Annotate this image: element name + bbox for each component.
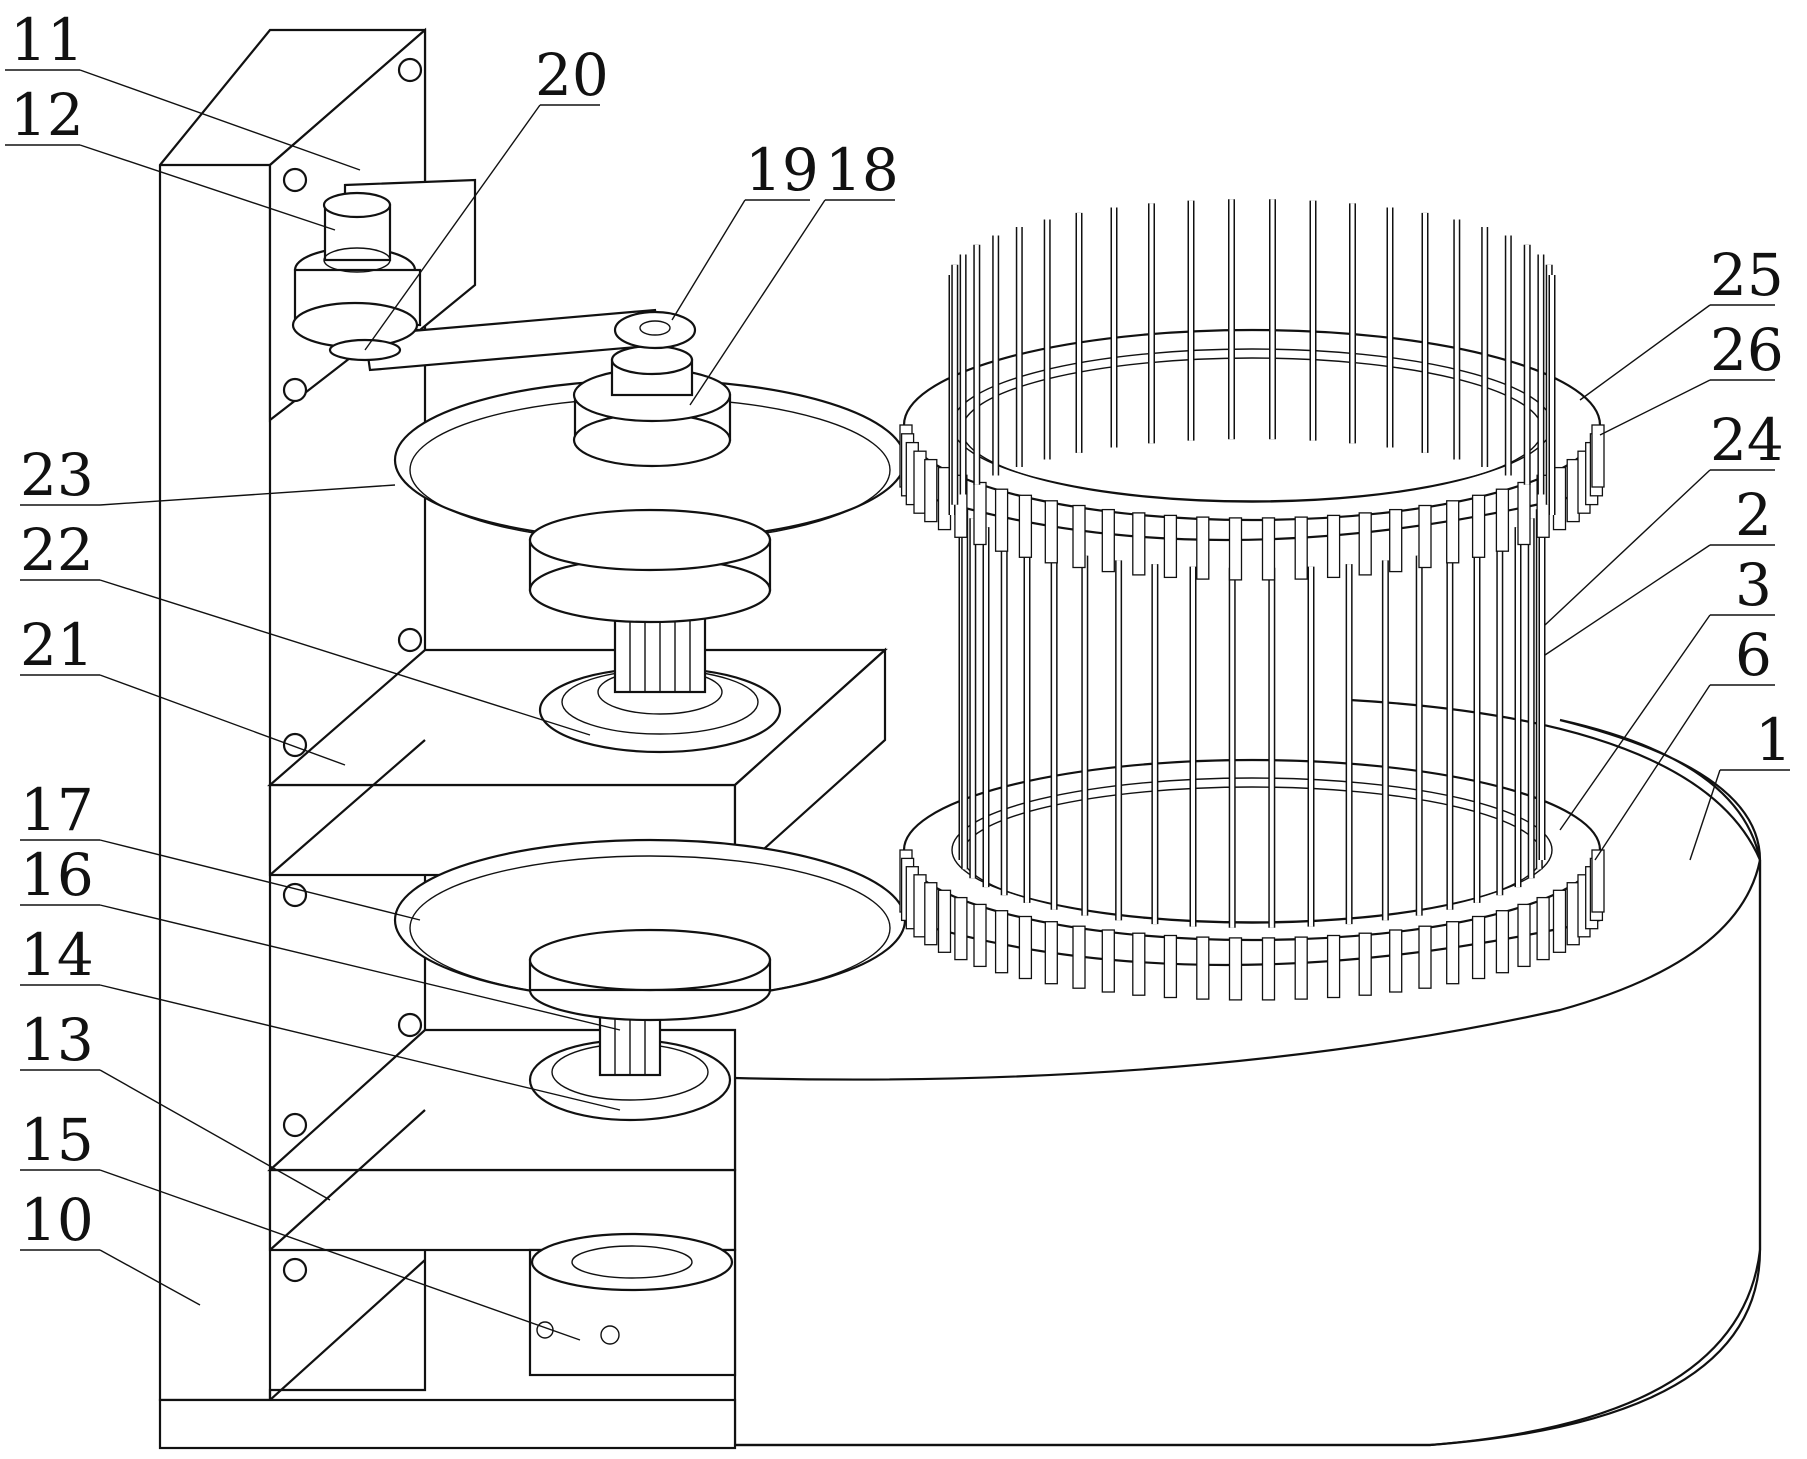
gear-tooth — [1163, 514, 1178, 579]
gear-tooth — [924, 458, 938, 523]
gear-tooth — [1358, 932, 1372, 996]
cage-rods-top — [948, 199, 1556, 515]
gear-tooth — [1044, 500, 1058, 564]
label-26: 26 — [1710, 316, 1784, 384]
gear-tooth — [1591, 849, 1605, 913]
label-22: 22 — [20, 516, 94, 584]
gear-tooth — [1018, 915, 1033, 980]
leader-lines — [5, 69, 1790, 1341]
base-cylinder — [733, 698, 1762, 1447]
gear-tooth — [1101, 508, 1115, 573]
gear-tooth — [1552, 889, 1567, 953]
gear-tooth — [1261, 517, 1276, 581]
gear-tooth — [1261, 937, 1276, 1001]
upper-gear-ring — [899, 328, 1605, 581]
lower-gear-ring — [899, 758, 1605, 1001]
gear-tooth — [994, 488, 1009, 552]
label-14: 14 — [20, 921, 94, 989]
gear-tooth — [973, 903, 987, 968]
gear-tooth — [1132, 932, 1146, 996]
gear-tooth — [1471, 915, 1486, 980]
lower-bearing — [528, 1003, 732, 1122]
label-11: 11 — [10, 6, 84, 74]
label-6: 6 — [1735, 621, 1772, 689]
gear-tooth — [1517, 481, 1531, 546]
top-motor — [291, 178, 477, 362]
gear-tooth — [1389, 929, 1403, 993]
label-19: 19 — [745, 136, 819, 204]
gear-tooth — [1418, 504, 1432, 569]
gear-tooth — [1132, 512, 1146, 576]
gear-tooth — [1101, 929, 1115, 993]
gear-tooth — [1196, 516, 1210, 580]
gear-tooth — [973, 481, 987, 546]
label-16: 16 — [20, 841, 94, 909]
label-18: 18 — [825, 136, 899, 204]
label-17: 17 — [20, 776, 94, 844]
gear-tooth — [1389, 508, 1403, 573]
gear-tooth — [937, 889, 952, 953]
label-15: 15 — [20, 1106, 94, 1174]
lower-gear-teeth — [899, 849, 1605, 1001]
gear-tooth — [1326, 934, 1341, 999]
label-23: 23 — [20, 441, 94, 509]
label-20: 20 — [535, 41, 609, 109]
gear-tooth — [1358, 512, 1372, 576]
gear-tooth — [1044, 921, 1058, 985]
gear-tooth — [1163, 934, 1178, 999]
gear-tooth — [1228, 517, 1243, 581]
lower-sprocket — [393, 838, 907, 1022]
gear-tooth — [994, 910, 1009, 974]
gear-tooth — [924, 882, 938, 946]
gear-tooth — [1072, 504, 1086, 569]
gear-tooth — [1196, 936, 1210, 1000]
gear-tooth — [1072, 925, 1086, 989]
gear-tooth — [1495, 910, 1510, 974]
gear-tooth — [1228, 937, 1243, 1001]
label-10: 10 — [20, 1186, 94, 1254]
gear-tooth — [1418, 925, 1432, 989]
label-3: 3 — [1735, 551, 1772, 619]
gear-tooth — [1294, 936, 1308, 1000]
gear-tooth — [1471, 494, 1486, 558]
gear-tooth — [1018, 494, 1033, 558]
gear-tooth — [1536, 896, 1550, 961]
frame-bolts — [282, 57, 423, 1283]
gear-tooth — [1495, 488, 1510, 552]
gear-tooth — [1446, 500, 1460, 564]
gear-tooth — [1446, 921, 1460, 985]
gear-tooth — [1294, 516, 1308, 580]
reference-numerals: 11 12 20 19 18 23 22 21 17 16 14 13 15 1… — [10, 6, 1792, 1254]
label-13: 13 — [20, 1006, 94, 1074]
gear-tooth — [1517, 903, 1531, 968]
label-2: 2 — [1735, 481, 1772, 549]
gear-tooth — [954, 896, 968, 961]
label-24: 24 — [1710, 406, 1784, 474]
middle-support-box — [267, 598, 888, 878]
label-1: 1 — [1755, 706, 1792, 774]
upper-sprocket — [393, 344, 907, 624]
gear-tooth — [1591, 424, 1605, 488]
cage-rods — [958, 500, 1546, 928]
label-25: 25 — [1710, 241, 1784, 309]
label-12: 12 — [10, 81, 84, 149]
label-21: 21 — [20, 611, 94, 679]
gear-tooth — [1326, 514, 1341, 579]
